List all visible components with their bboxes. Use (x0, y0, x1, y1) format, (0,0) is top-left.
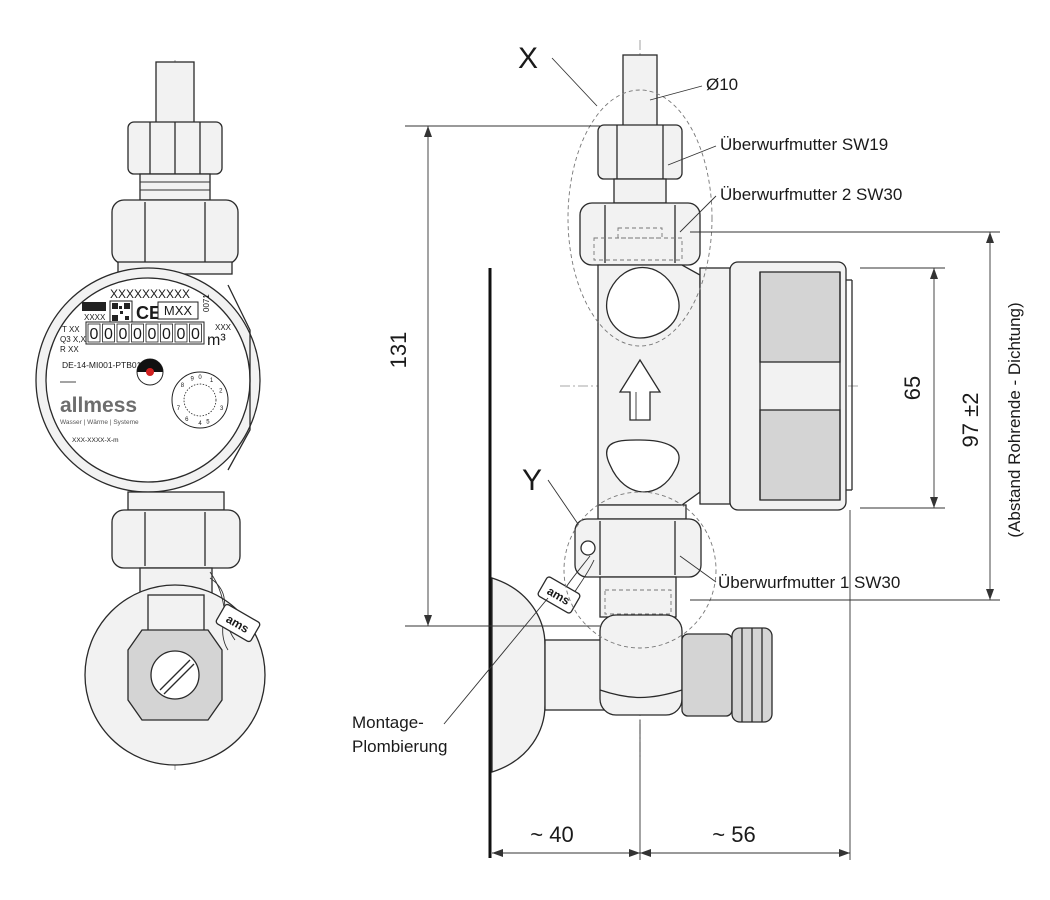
register-digit: 0 (90, 326, 99, 343)
meter-small-code: XXXX (84, 313, 106, 322)
annotations: X Y Ø10 Überwurfmutter SW19 Überwurfmutt… (352, 42, 902, 756)
register-digit: 0 (148, 326, 157, 343)
register-unit: m³ (207, 332, 226, 349)
dim-height-pipe: 97 ±2 (958, 393, 983, 448)
register-digit-cell (87, 323, 101, 343)
detail-y-ellipse (563, 491, 717, 649)
dial-number: 9 (190, 376, 194, 382)
side-seal: ams (537, 555, 595, 614)
register-digit-cell (102, 323, 115, 343)
dim-height-total: 131 (386, 332, 411, 369)
approval-number: DE-14-MI001-PTB010.X (62, 360, 154, 370)
meter-serial: XXXXXXXXXX (110, 287, 190, 301)
star-wheel-icon (136, 358, 164, 386)
side-valve (491, 577, 773, 773)
register-digit: 0 (133, 326, 142, 343)
label-diameter: Ø10 (706, 75, 738, 94)
register-digit: 0 (162, 326, 171, 343)
side-nut-sw19 (597, 124, 683, 204)
dial-number: 1 (210, 378, 214, 384)
label-nut2-sw30: Überwurfmutter 2 SW30 (720, 185, 902, 204)
register-digit-cell (145, 323, 159, 343)
dim-height-pipe-note: (Abstand Rohrende - Dichtung) (1005, 302, 1024, 537)
dial-number: 8 (181, 383, 185, 389)
dial-number: 4 (198, 421, 202, 427)
dial-number: 3 (220, 406, 224, 412)
detail-x-ellipse (567, 89, 713, 347)
model-code: XXX-XXXX-X-m (72, 437, 119, 444)
front-nut-sw30-upper (111, 199, 239, 265)
dim-depth-meter: ~ 56 (712, 822, 755, 847)
meter-face: XXXXXXXXXX XXXX CE MXX 0071 T XX Q3 X,X … (60, 287, 232, 444)
flow-arrow-icon (618, 358, 662, 421)
front-nut-sw30-lower (111, 491, 241, 599)
front-nut-sw19 (127, 121, 223, 201)
brand-logo: allmess (60, 394, 137, 417)
dial-number: 5 (206, 420, 210, 426)
qr-code-icon (109, 300, 133, 324)
spec-temp: T XX (62, 325, 80, 334)
flag-mark (82, 302, 106, 311)
side-nut-sw30-upper (579, 202, 701, 266)
register-digit-cell (116, 323, 130, 343)
class-box (157, 301, 199, 320)
register-digit-cell (174, 323, 188, 343)
register-digit: 0 (119, 326, 128, 343)
spec-ratio: R XX (60, 345, 79, 354)
dim-depth-valve: ~ 40 (530, 822, 573, 847)
spec-q3: Q3 X,X (60, 335, 86, 344)
register-digit-cell (131, 323, 144, 343)
dial-number: 7 (177, 406, 181, 412)
notified-body-number: 0071 (202, 294, 211, 312)
register-unit-prefix: XXX (215, 323, 232, 332)
front-view: XXXXXXXXXX XXXX CE MXX 0071 T XX Q3 X,X … (35, 60, 266, 770)
register-digit-cell (189, 323, 202, 343)
front-seal: ams (209, 571, 261, 651)
register-digit: 0 (191, 326, 200, 343)
dial-number: 6 (185, 417, 189, 423)
register-digit: 0 (177, 326, 186, 343)
label-nut-sw19: Überwurfmutter SW19 (720, 135, 888, 154)
front-valve (84, 584, 266, 766)
label-seal-line1: Montage- (352, 713, 424, 732)
brand-tagline: Wasser | Wärme | Systeme (60, 419, 139, 426)
label-nut1-sw30: Überwurfmutter 1 SW30 (718, 573, 900, 592)
class-box-text: MXX (164, 303, 193, 318)
marker-y: Y (522, 464, 542, 497)
dim-height-meter: 65 (900, 376, 925, 400)
marker-x: X (518, 42, 538, 75)
register-digit-cell (160, 323, 173, 343)
register-digit: 0 (104, 326, 113, 343)
dial-number: 2 (219, 388, 223, 394)
side-meter-body (597, 264, 701, 506)
label-seal-line2: Plombierung (352, 737, 447, 756)
side-nut-sw30-lower (574, 504, 702, 618)
ce-mark: CE (136, 303, 161, 323)
side-meter-head (699, 261, 853, 511)
dial-number: 0 (198, 375, 202, 381)
dimensions: 131 65 97 ±2 (Abstand Rohrende - Dichtun… (386, 125, 1024, 860)
side-view: ams (488, 40, 860, 858)
front-pipe (155, 61, 195, 125)
